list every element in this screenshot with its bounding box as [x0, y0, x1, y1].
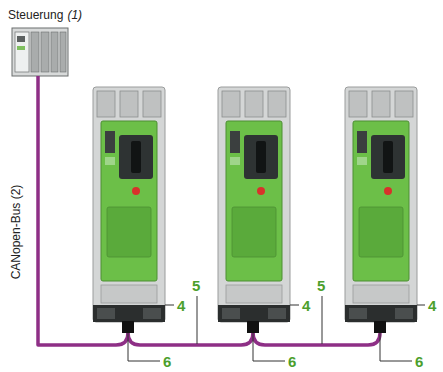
bus-connector — [122, 321, 134, 333]
bus-connector — [247, 321, 259, 333]
circuit-breaker — [218, 87, 290, 322]
callout-number: 5 — [317, 278, 325, 293]
plc-controller — [12, 28, 68, 76]
callout-number: 4 — [302, 298, 310, 313]
bus-cable — [128, 333, 253, 345]
circuit-breaker — [93, 87, 165, 322]
callout-number: 6 — [415, 354, 423, 369]
callout-number: 6 — [163, 354, 171, 369]
bus-cable — [38, 76, 128, 345]
leader-lines — [128, 296, 425, 361]
callout-number: 4 — [428, 298, 436, 313]
callout-number: 5 — [192, 278, 200, 293]
callout-number: (1) — [67, 9, 82, 21]
callout-number: 4 — [177, 298, 185, 313]
device-name: Steuerung — [8, 9, 63, 21]
callout-number: 6 — [288, 354, 296, 369]
bus-name: CANopen-Bus (2) — [10, 185, 22, 280]
circuit-breaker — [345, 87, 417, 322]
bus-connector — [374, 321, 386, 333]
bus-cable — [253, 333, 380, 345]
